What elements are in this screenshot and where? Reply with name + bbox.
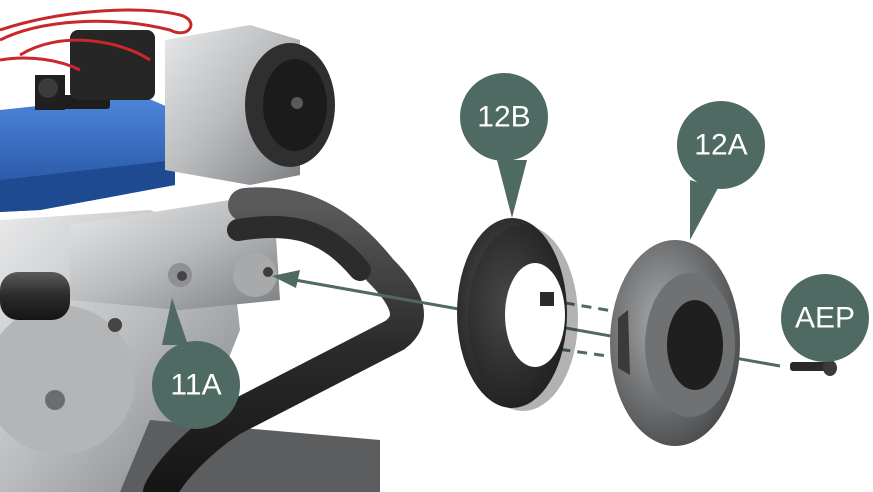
callout-12a: 12A [677, 101, 765, 240]
ignition-wires [0, 8, 193, 42]
callout-aep: AEP [781, 274, 869, 362]
callout-12b-label: 12B [477, 101, 530, 134]
callout-12a-label: 12A [694, 129, 747, 162]
screw-aep [790, 360, 837, 376]
coil [70, 30, 155, 100]
washer-12b [457, 218, 578, 411]
timing-cover [0, 305, 135, 455]
coolant-hose [143, 187, 424, 492]
washer-12a-bore [667, 300, 723, 390]
pump-outlet [233, 253, 277, 297]
washer-12b-hole [505, 263, 565, 367]
callout-11a-label: 11A [170, 369, 221, 402]
engine-illustration [0, 8, 424, 492]
callout-12b: 12B [460, 73, 548, 218]
guide-arrowhead [272, 270, 300, 288]
left-hose [0, 272, 70, 320]
callout-aep-label: AEP [795, 302, 855, 335]
callout-11a: 11A [152, 298, 240, 429]
washer-12a [610, 240, 740, 446]
